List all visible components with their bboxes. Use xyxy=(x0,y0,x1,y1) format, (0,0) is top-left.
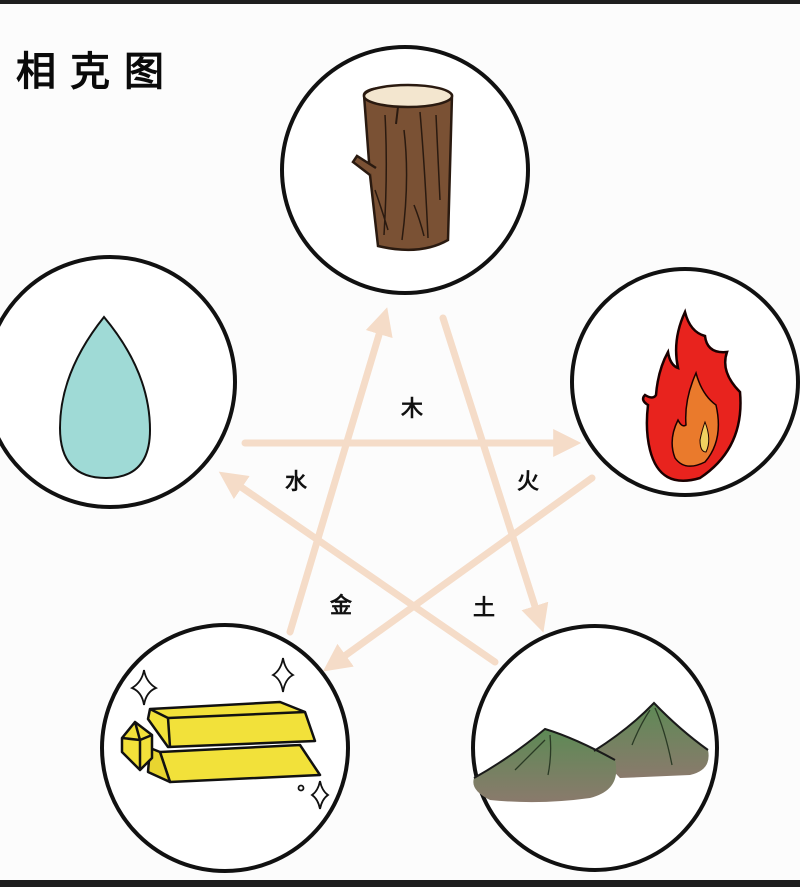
arrow-fire-to-metal xyxy=(322,474,596,672)
label-fire: 火 xyxy=(516,470,540,495)
label-earth: 土 xyxy=(472,596,496,621)
tree-stump-icon xyxy=(351,83,454,252)
arrows-group xyxy=(218,307,596,672)
soil-mound-icon xyxy=(473,701,709,803)
wood-node xyxy=(280,45,530,295)
arrow-wood-to-earth xyxy=(439,314,549,633)
gold-bars-icon xyxy=(120,700,322,784)
top-border xyxy=(0,0,800,4)
bottom-border xyxy=(0,880,800,887)
sparkle-icons xyxy=(129,657,330,810)
arrow-earth-to-water xyxy=(218,471,499,666)
label-metal: 金 xyxy=(329,594,353,619)
water-node xyxy=(0,255,237,509)
metal-node xyxy=(100,623,350,873)
water-drop-icon xyxy=(58,315,152,480)
flame-icon xyxy=(641,308,742,483)
arrow-metal-to-wood xyxy=(286,307,393,636)
label-wood: 木 xyxy=(400,397,424,422)
earth-node xyxy=(471,624,719,872)
label-water: 水 xyxy=(284,470,308,495)
page-title: 相克图 xyxy=(16,49,178,95)
fire-node xyxy=(570,267,800,497)
